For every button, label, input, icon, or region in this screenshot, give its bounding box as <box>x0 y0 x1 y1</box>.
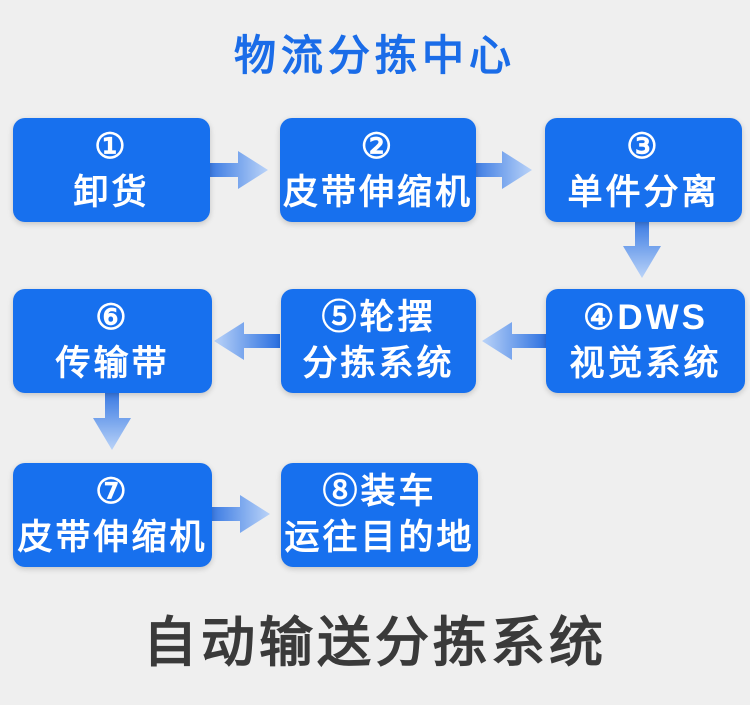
flow-box-8-number: ⑧装车 <box>322 472 437 511</box>
flow-box-4-label: 视觉系统 <box>569 344 722 383</box>
flow-box-7-telescopic-belt: ⑦ 皮带伸缩机 <box>13 463 212 567</box>
flow-box-8-label: 运往目的地 <box>284 518 475 557</box>
flow-box-3-label: 单件分离 <box>567 173 720 212</box>
flow-box-6-number: ⑥ <box>95 298 130 337</box>
arrow-down-icon <box>623 214 661 278</box>
arrow-left-icon <box>214 322 280 360</box>
flow-box-7-number: ⑦ <box>95 472 130 511</box>
arrow-right-icon <box>466 151 532 189</box>
flow-box-5-wheel-sorter: ⑤轮摆 分拣系统 <box>281 289 476 393</box>
flow-box-2-number: ② <box>360 127 396 166</box>
flow-box-2-telescopic-belt: ② 皮带伸缩机 <box>280 118 476 222</box>
arrow-right-icon <box>204 495 270 533</box>
page-title: 物流分拣中心 <box>233 32 516 79</box>
flow-box-3-number: ③ <box>626 127 661 166</box>
bottom-title: 自动输送分拣系统 <box>143 613 607 673</box>
flow-box-1-label: 卸货 <box>73 173 150 212</box>
flow-box-1-unload: ① 卸货 <box>13 118 210 222</box>
arrow-left-icon <box>482 322 548 360</box>
arrow-down-icon <box>93 386 131 450</box>
flow-box-6-label: 传输带 <box>55 344 170 383</box>
flow-box-3-singulation: ③ 单件分离 <box>545 118 742 222</box>
flow-box-8-loading: ⑧装车 运往目的地 <box>281 463 478 567</box>
flow-box-1-number: ① <box>94 127 129 166</box>
flow-box-2-label: 皮带伸缩机 <box>282 173 473 212</box>
flow-box-4-number: ④DWS <box>582 298 709 337</box>
flow-box-5-number: ⑤轮摆 <box>321 298 436 337</box>
flow-box-7-label: 皮带伸缩机 <box>17 518 208 557</box>
arrow-right-icon <box>202 151 268 189</box>
flow-box-4-dws-vision: ④DWS 视觉系统 <box>546 289 745 393</box>
flow-box-5-label: 分拣系统 <box>302 344 455 383</box>
flow-box-6-conveyor: ⑥ 传输带 <box>13 289 212 393</box>
